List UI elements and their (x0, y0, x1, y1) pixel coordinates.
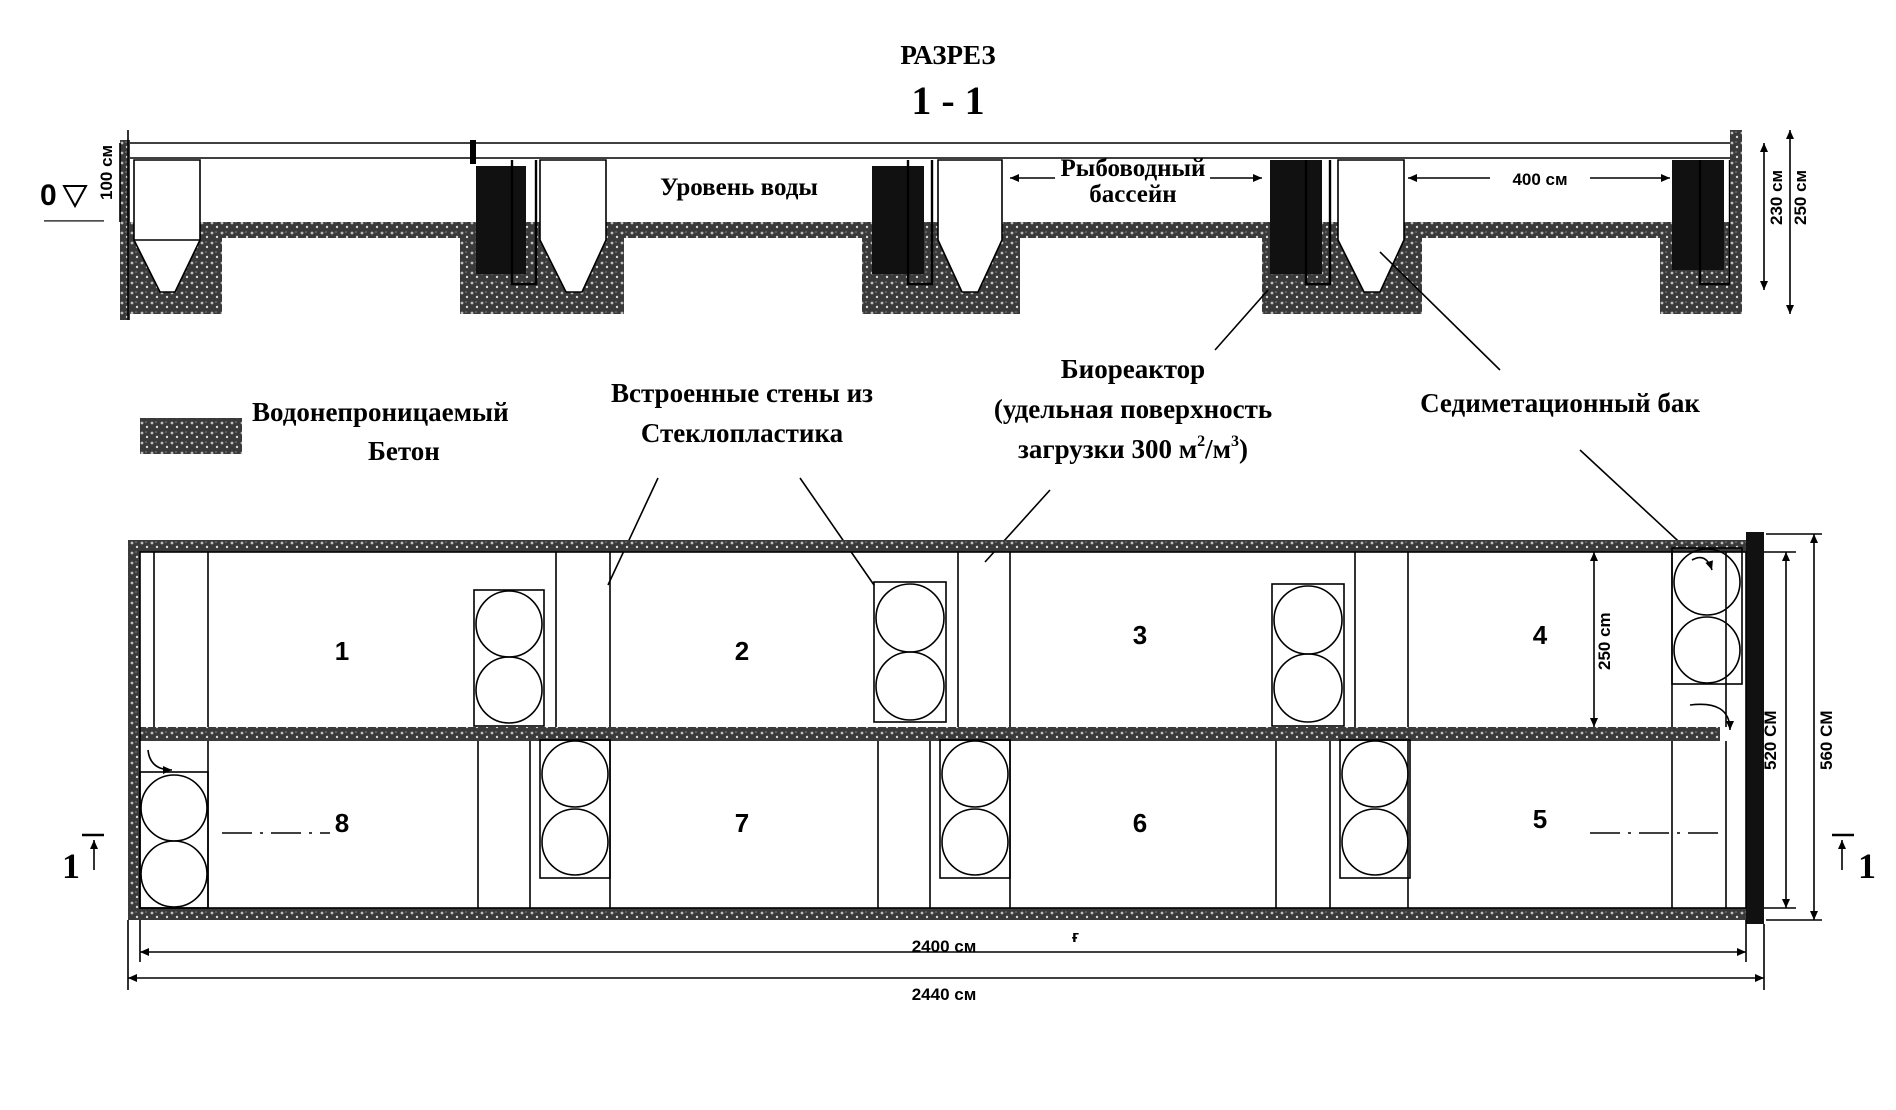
bioreactor-unit (1339, 739, 1411, 879)
bioreactor-unit (1271, 583, 1345, 727)
section-title: РАЗРЕЗ (900, 40, 995, 70)
plan-wall-top (128, 540, 1758, 552)
bioreactor-label-line1: Биореактор (1061, 354, 1205, 384)
dimension-230-label: 230 см (1767, 170, 1786, 225)
dimension-250-plan-label: 250 cm (1595, 612, 1614, 670)
legend: Водонепроницаемый Бетон (140, 397, 509, 466)
fiberglass-pointer-left (607, 477, 659, 586)
bioreactor-paren: ) (1239, 434, 1248, 464)
basin-number-7: 7 (735, 808, 749, 838)
dimension-560-label: 560 CM (1817, 710, 1836, 770)
basin-number-6: 6 (1133, 808, 1147, 838)
bioreactor-per: /м (1204, 434, 1231, 464)
plan-wall-left (128, 540, 140, 920)
bioreactor-block (1270, 160, 1322, 274)
fiberglass-label-line2: Стеклопластика (641, 418, 844, 448)
basin-number-2: 2 (735, 636, 749, 666)
plan-wall-middle (140, 727, 1720, 741)
ground-mark: ————— (44, 213, 104, 227)
section-number: 1 - 1 (911, 78, 984, 123)
sedimentation-label: Седиметационный бак (1420, 388, 1700, 418)
cross-section: Уровень воды Рыбоводный бассейн 400 см 0… (40, 130, 1810, 371)
plan-wall-bottom (128, 908, 1758, 920)
concrete-wall (1730, 130, 1742, 314)
bioreactor-load-text: загрузки 300 м (1018, 434, 1197, 464)
bioreactor-unit (873, 581, 947, 723)
bioreactor-unit (539, 739, 611, 879)
concrete-floor (212, 222, 474, 238)
fiberglass-walls-callout: Встроенные стены из Стеклопластика (607, 378, 875, 586)
stray-mark: ғ (1072, 927, 1079, 946)
basin-number-5: 5 (1533, 804, 1547, 834)
concrete-swatch (140, 418, 242, 454)
sedimentation-callout: Седиметационный бак (1420, 388, 1700, 553)
bioreactor-pointer (1214, 289, 1269, 351)
concrete-label-line2: Бетон (368, 436, 440, 466)
sedimentation-unit (139, 749, 209, 909)
bioreactor-sup-3: 3 (1231, 433, 1239, 450)
basin-number-8: 8 (335, 808, 349, 838)
bioreactor-callout: Биореактор (удельная поверхность загрузк… (984, 354, 1272, 563)
bioreactor-block (872, 166, 924, 274)
fiberglass-pointer-right (799, 477, 875, 586)
bioreactor-unit (473, 589, 545, 727)
concrete-floor (1010, 222, 1272, 238)
dimension-520-label: 520 CM (1761, 710, 1780, 770)
basin-number-3: 3 (1133, 620, 1147, 650)
fish-pool-label-line1: Рыбоводный (1061, 155, 1206, 182)
bioreactor-block (1672, 160, 1724, 270)
dimension-2400-label: 2400 см (912, 937, 977, 956)
basin-number-4: 4 (1533, 620, 1548, 650)
level-triangle-icon (62, 185, 88, 209)
plan-wall-right (1746, 532, 1764, 924)
dimension-250-label: 250 см (1791, 170, 1810, 225)
concrete-wall (470, 140, 476, 164)
bioreactor-sup-2: 2 (1197, 433, 1205, 450)
flow-arrow (1689, 703, 1734, 731)
concrete-floor (1408, 222, 1670, 238)
dimension-100-label: 100 см (97, 145, 116, 200)
zero-level-mark: 0 (40, 179, 57, 212)
fish-pool-label-line2: бассейн (1089, 181, 1176, 208)
bioreactor-label-line2: (удельная поверхность (994, 394, 1272, 424)
plan-view: 1 2 3 4 8 7 6 5 1 1 250 cm 520 CM 560 CM… (62, 532, 1876, 1004)
sedimentation-unit (1671, 547, 1743, 685)
section-mark-left: 1 (62, 846, 80, 886)
dimension-400-label: 400 см (1512, 170, 1567, 189)
section-mark-right: 1 (1858, 846, 1876, 886)
bioreactor-block (476, 166, 526, 274)
dimension-2440-label: 2440 см (912, 985, 977, 1004)
bioreactor-label-line3: загрузки 300 м2/м3) (1018, 433, 1248, 464)
sedimentation-pointer-plan (1579, 449, 1691, 553)
basin-number-1: 1 (335, 636, 349, 666)
fiberglass-label-line1: Встроенные стены из (611, 378, 873, 408)
sedimentation-pointer (1379, 251, 1501, 371)
concrete-label-line1: Водонепроницаемый (252, 397, 509, 427)
concrete-floor (610, 222, 872, 238)
bioreactor-unit (939, 739, 1011, 879)
water-level-label: Уровень воды (660, 174, 818, 201)
